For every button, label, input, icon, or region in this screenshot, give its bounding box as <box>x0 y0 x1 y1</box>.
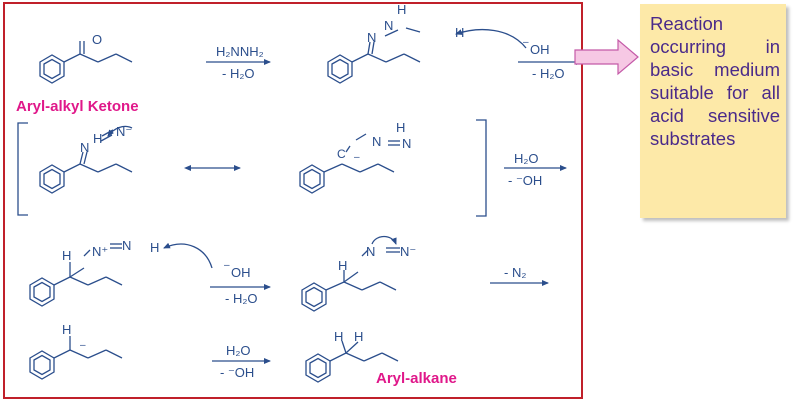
hydroxide-label-2: OH <box>231 265 251 280</box>
atom-h-alkane-2: H <box>354 329 363 344</box>
resonance-form-2 <box>299 133 400 194</box>
diazene-structure <box>29 242 213 307</box>
loss-water-2: - H₂O <box>532 66 565 81</box>
atom-h-hydrazone-1: H <box>397 2 406 17</box>
carbanion-structure <box>29 336 123 380</box>
hydrazone-structure <box>327 27 527 84</box>
atom-h-form2: H <box>396 120 405 135</box>
atom-h-diazene-c: H <box>62 248 71 263</box>
reagent-water-1: H₂O <box>514 151 539 166</box>
resonance-form-1 <box>39 125 133 194</box>
hydroxide-charge-2: – <box>224 260 230 271</box>
bracket-left <box>17 122 28 216</box>
atom-c-form2: C <box>337 147 346 161</box>
atom-n-form2-1: N <box>372 134 381 149</box>
callout-arrow <box>574 38 639 76</box>
hydroxide-charge-1: – <box>523 37 529 48</box>
atom-n-form2-2: N <box>402 136 411 151</box>
product-hydroxide-1: - ⁻OH <box>508 173 542 188</box>
diazenide-structure <box>301 235 400 312</box>
atom-n-diazene-1: N⁺ <box>92 244 108 259</box>
reagent-labels: H₂NNH₂ - H₂O - H₂O H₂O - ⁻OH - H₂O - N₂ … <box>216 44 565 380</box>
product-hydroxide-2: - ⁻OH <box>220 365 254 380</box>
reagent-hydrazine: H₂NNH₂ <box>216 44 264 59</box>
scheme-frame <box>3 2 583 399</box>
atom-n-hydrazone-1: N <box>367 30 376 45</box>
atom-labels: O N N H H OH – N H N⁻ C – N N H H N⁺ N H… <box>62 2 550 351</box>
atom-h-carbanion: H <box>62 322 71 337</box>
reagent-water-2: H₂O <box>226 343 251 358</box>
atom-n-form1-2: N⁻ <box>116 124 132 139</box>
atom-n-diazenide-2: N⁻ <box>400 244 416 259</box>
atom-h-diazenide: H <box>338 258 347 273</box>
carbanion-charge: – <box>80 340 86 351</box>
label-aryl-alkyl-ketone: Aryl-alkyl Ketone <box>16 98 139 115</box>
atom-n-form1-1: N <box>80 140 89 155</box>
hydroxide-label-1: OH <box>530 42 550 57</box>
atom-h-diazene-n: H <box>150 240 159 255</box>
loss-water-1: - H₂O <box>222 66 255 81</box>
atom-h-form1: H <box>93 131 102 146</box>
note-box: Reaction occurring in basic medium suita… <box>640 4 786 218</box>
atom-oxygen: O <box>92 32 102 47</box>
atom-n-diazene-2: N <box>122 238 131 253</box>
atom-h-hydrazone-2: H <box>455 25 464 40</box>
loss-nitrogen: - N₂ <box>504 265 526 280</box>
bracket-right <box>476 119 487 217</box>
alkane-structure <box>305 340 399 383</box>
atom-n-diazenide-1: N <box>366 244 375 259</box>
note-text: Reaction occurring in basic medium suita… <box>650 13 780 149</box>
label-aryl-alkane: Aryl-alkane <box>376 370 457 387</box>
atom-n-hydrazone-2: N <box>384 18 393 33</box>
carbanion-charge-form2: – <box>354 152 360 163</box>
ketone-structure <box>39 41 133 84</box>
bond-drawings <box>17 27 583 383</box>
atom-h-alkane-1: H <box>334 329 343 344</box>
loss-water-3: - H₂O <box>225 291 258 306</box>
